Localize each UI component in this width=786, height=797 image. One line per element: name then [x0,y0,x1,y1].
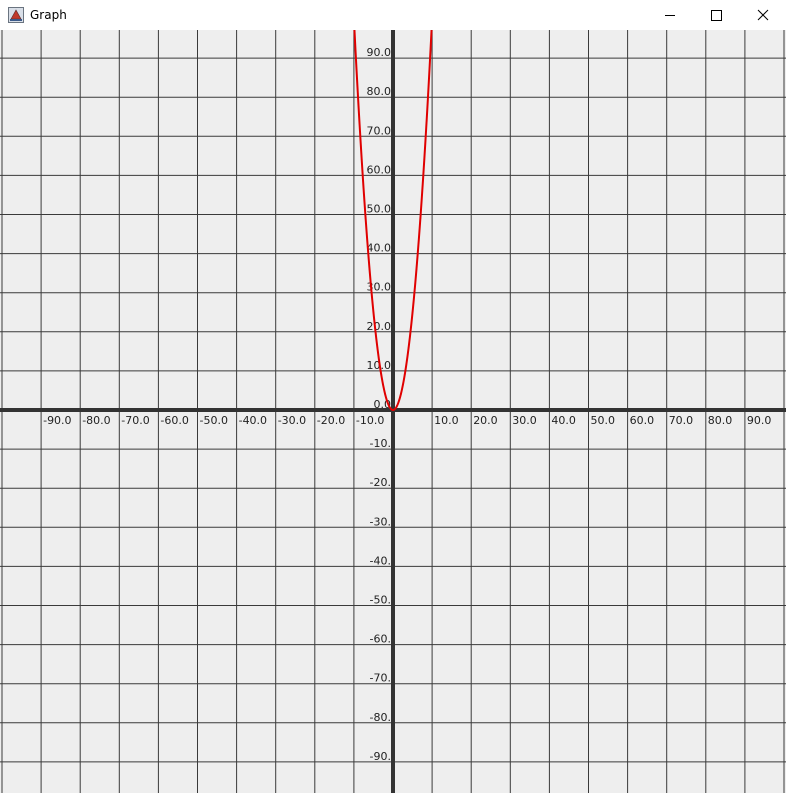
data-point [360,158,363,161]
x-tick-label: 40.0 [551,414,576,427]
y-tick-label: 90.0 [367,46,392,59]
y-tick-label: 30.0 [367,281,392,294]
data-point [411,311,414,314]
data-point [407,346,410,349]
data-point [368,268,371,271]
y-tick-label: 10.0 [367,359,392,372]
graph-plot: -90.0 -80.0 -70.0 -60.0 -50.0 -40.0 -30.0 -20.0… [0,18,786,793]
y-tick-label: -60. [370,633,391,646]
y-tick-label: 20.0 [367,320,392,333]
y-tick-label: -20. [370,476,391,489]
data-point [419,217,422,220]
x-tick-label: -50.0 [200,414,228,427]
data-point [423,158,426,161]
maximize-icon [711,10,722,21]
y-tick-label: -30. [370,515,391,528]
y-tick-label: 70.0 [367,124,392,137]
data-point [403,374,406,376]
minimize-button[interactable] [647,0,693,30]
x-tick-label: -60.0 [160,414,188,427]
y-tick-label: -80. [370,711,391,724]
data-point [392,409,394,411]
close-icon [757,9,769,21]
data-point [380,374,383,376]
x-tick-label: -70.0 [121,414,149,427]
data-point [415,268,418,271]
data-point [400,393,402,396]
java-app-icon [8,7,24,23]
y-tick-label: 40.0 [367,242,392,255]
x-tick-label: 80.0 [708,414,733,427]
x-tick-label: -10.0 [356,414,384,427]
graph-canvas[interactable]: -90.0 -80.0 -70.0 -60.0 -50.0 -40.0 -30.0 -20.0… [0,18,786,793]
y-tick-label: -10. [370,437,391,450]
x-tick-label: 10.0 [434,414,459,427]
data-point [396,405,398,407]
maximize-button[interactable] [693,0,739,30]
x-tick-label: 70.0 [669,414,694,427]
y-tick-label: -50. [370,594,391,607]
y-tick-label: -90. [370,750,391,763]
x-tick-label: 60.0 [630,414,655,427]
minimize-icon [665,15,675,16]
data-point [388,405,390,407]
x-tick-label: 50.0 [591,414,616,427]
x-tick-label: -20.0 [317,414,345,427]
y-tick-label: 80.0 [367,85,392,98]
y-tick-label: -40. [370,554,391,567]
close-button[interactable] [740,0,786,30]
data-point [376,346,379,349]
data-point [427,92,429,95]
data-point [384,393,386,396]
y-tick-label: 60.0 [367,163,392,176]
data-point [372,311,375,314]
title-bar[interactable]: Graph [0,0,786,30]
x-tick-label: -80.0 [82,414,110,427]
y-tick-label: -70. [370,672,391,685]
window-title: Graph [30,8,67,22]
x-tick-label: -90.0 [43,414,71,427]
x-tick-label: -30.0 [278,414,306,427]
data-point [364,217,367,220]
x-tick-label: 30.0 [512,414,537,427]
x-tick-label: 90.0 [747,414,772,427]
x-tick-label: -40.0 [239,414,267,427]
x-tick-label: 20.0 [473,414,498,427]
data-point [357,92,359,95]
y-tick-label: 50.0 [367,203,392,216]
